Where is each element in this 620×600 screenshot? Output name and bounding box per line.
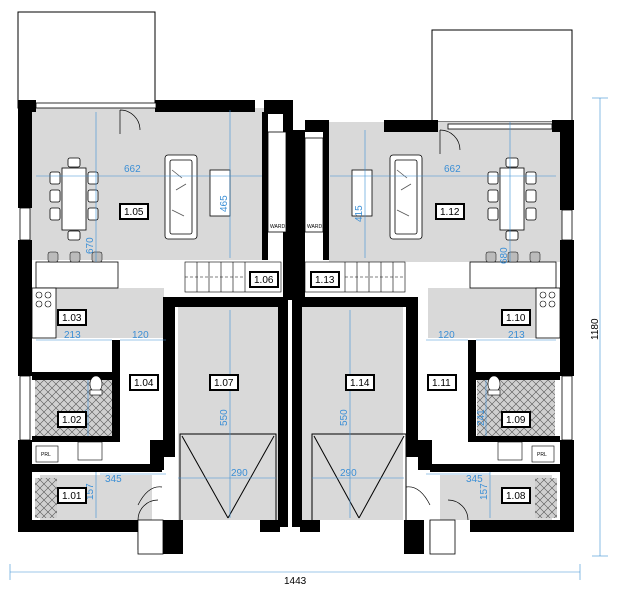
room-label-1.04: 1.04	[129, 374, 159, 391]
room-label-1.12: 1.12	[435, 203, 465, 220]
svg-text:1.12: 1.12	[440, 207, 460, 218]
wardrobe-right-label: WARD.	[307, 224, 323, 230]
wardrobe-left	[267, 131, 287, 233]
svg-text:1.01: 1.01	[62, 491, 82, 502]
svg-text:1.07: 1.07	[214, 378, 234, 389]
dim-depth-living-left: 670	[85, 237, 96, 254]
dim-entry-depth-left: 157	[85, 483, 96, 500]
room-label-1.05: 1.05	[119, 203, 149, 220]
cooktop-right-icon	[539, 291, 556, 308]
dim-center-right: 415	[354, 205, 365, 222]
svg-text:1.14: 1.14	[350, 378, 370, 389]
svg-text:1.03: 1.03	[62, 313, 82, 324]
svg-text:1.05: 1.05	[124, 207, 144, 218]
dim-hall-left: 120	[132, 330, 149, 341]
windows	[19, 102, 573, 441]
entry-step-right	[429, 519, 456, 555]
toilet-right-icon	[487, 375, 501, 396]
room-label-1.08: 1.08	[501, 487, 531, 504]
room-label-1.06: 1.06	[249, 271, 279, 288]
room-label-1.01: 1.01	[57, 487, 87, 504]
kitchen-counter-left	[31, 287, 57, 339]
bar-stools-right	[485, 251, 541, 263]
dim-bath-right: 241	[476, 409, 487, 426]
dim-overall-depth: 1180	[590, 318, 601, 340]
sofa-right	[389, 154, 423, 240]
dim-kitchen-right: 213	[508, 330, 525, 341]
entry-step-left	[137, 519, 164, 555]
dim-width-living-left: 662	[124, 164, 141, 175]
room-label-1.14: 1.14	[345, 374, 375, 391]
dim-center-left: 465	[219, 195, 230, 212]
terrace-left	[17, 11, 156, 109]
svg-text:1.08: 1.08	[506, 491, 526, 502]
kitchen-island-left	[35, 261, 119, 289]
sofa-left	[164, 154, 198, 240]
boiler-left	[35, 445, 59, 463]
svg-text:1.11: 1.11	[432, 378, 451, 389]
kitchen-island-right	[469, 261, 557, 289]
svg-text:1.06: 1.06	[254, 275, 274, 286]
dim-depth-living-right: 680	[499, 247, 510, 264]
svg-text:1.09: 1.09	[506, 415, 526, 426]
svg-text:1.04: 1.04	[134, 378, 154, 389]
room-label-1.11: 1.11	[427, 374, 457, 391]
cooktop-left-icon	[35, 291, 52, 308]
dim-entry-depth-right: 157	[479, 483, 490, 500]
dim-width-living-right: 662	[444, 164, 461, 175]
vanity-left	[77, 441, 103, 461]
dim-kitchen-left: 213	[64, 330, 81, 341]
dim-garage-depth-right: 550	[339, 409, 350, 426]
room-label-1.13: 1.13	[310, 271, 340, 288]
dimension-lines	[9, 97, 608, 580]
dining-table-right	[487, 157, 537, 241]
dim-garage-width-left: 290	[231, 468, 248, 479]
room-label-1.10: 1.10	[501, 309, 531, 326]
dim-entry-right: 345	[466, 474, 483, 485]
toilet-left-icon	[89, 375, 103, 396]
vanity-right	[497, 441, 523, 461]
bar-stools-left	[47, 251, 103, 263]
garage-door-left	[179, 433, 277, 520]
boiler-right-label: PRL	[537, 452, 547, 458]
terrace-right	[431, 29, 573, 123]
walls	[18, 100, 574, 554]
boiler-right	[531, 445, 555, 463]
svg-text:1.02: 1.02	[62, 415, 82, 426]
coffee-table-right	[351, 169, 373, 217]
dim-garage-width-right: 290	[340, 468, 357, 479]
room-label-1.03: 1.03	[57, 309, 87, 326]
dim-entry-left: 345	[105, 474, 122, 485]
wardrobe-right	[304, 137, 324, 233]
room-label-1.09: 1.09	[501, 411, 531, 428]
boiler-left-label: PRL	[41, 452, 51, 458]
entry-tiles-right	[535, 478, 557, 518]
dim-garage-depth-left: 550	[219, 409, 230, 426]
dim-hall-right: 120	[438, 330, 455, 341]
svg-text:1.10: 1.10	[506, 313, 526, 324]
wardrobe-left-label: WARD.	[270, 224, 286, 230]
entry-tiles-left	[35, 478, 57, 518]
room-label-1.02: 1.02	[57, 411, 87, 428]
kitchen-counter-right	[535, 287, 561, 339]
dim-overall-width: 1443	[284, 576, 307, 587]
room-label-1.07: 1.07	[209, 374, 239, 391]
garage-door-right	[311, 433, 407, 520]
svg-text:1.13: 1.13	[315, 275, 335, 286]
dining-table-left	[49, 157, 99, 241]
